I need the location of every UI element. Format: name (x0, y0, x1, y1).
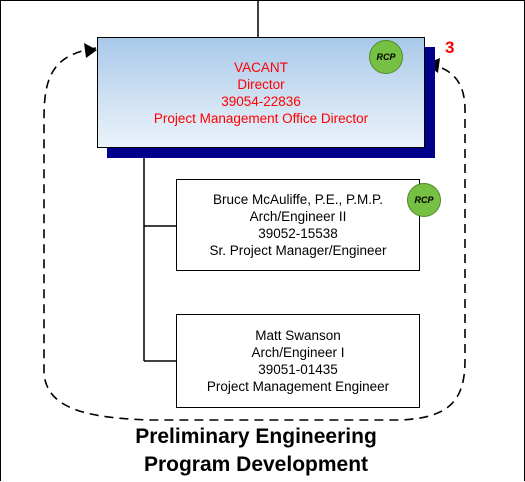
report-title: Arch/Engineer II (249, 209, 347, 224)
report-position-id: 39052-15538 (258, 226, 338, 241)
director-title: Director (237, 76, 285, 92)
director-name: VACANT (234, 59, 288, 75)
director-box-shadow-bottom (107, 148, 435, 158)
group-label: Preliminary Engineering Program Developm… (40, 423, 472, 479)
group-label-line-2: Program Development (143, 453, 369, 476)
rcp-badge-report-1: RCP (407, 183, 441, 217)
report-name: Matt Swanson (255, 328, 341, 343)
group-boundary (43, 47, 466, 421)
report-card-1[interactable]: Bruce McAuliffe, P.E., P.M.P. Arch/Engin… (176, 179, 420, 271)
report-position-id: 39051-01435 (258, 362, 338, 377)
report-role: Sr. Project Manager/Engineer (209, 243, 387, 258)
boundary-arrow-left (84, 43, 97, 58)
report-card-2[interactable]: Matt Swanson Arch/Engineer I 39051-01435… (176, 314, 420, 408)
director-box[interactable]: VACANT Director 39054-22836 Project Mana… (97, 37, 425, 148)
director-box-shadow-right (425, 47, 435, 158)
director-position-id: 39054-22836 (221, 93, 301, 109)
report-role: Project Management Engineer (206, 379, 390, 394)
director-role: Project Management Office Director (153, 110, 369, 126)
group-label-line-1: Preliminary Engineering (135, 425, 377, 448)
report-title: Arch/Engineer I (251, 345, 345, 360)
report-name: Bruce McAuliffe, P.E., P.M.P. (212, 192, 384, 207)
group-count: 3 (445, 38, 455, 57)
rcp-badge-director: RCP (369, 40, 403, 74)
